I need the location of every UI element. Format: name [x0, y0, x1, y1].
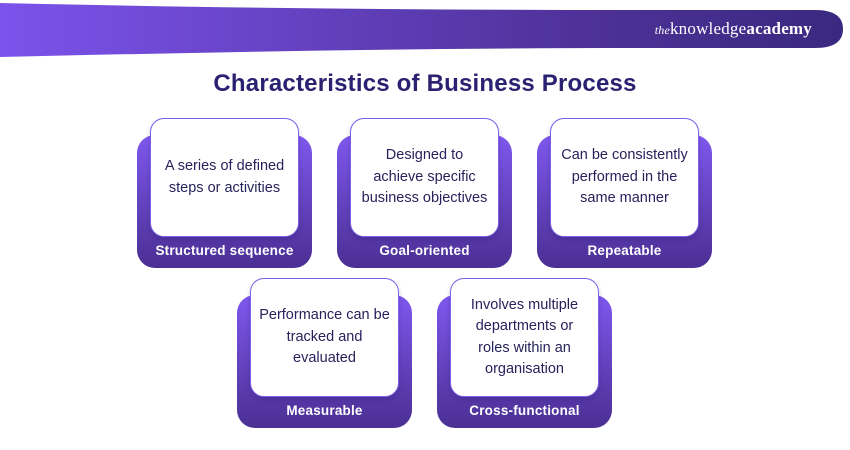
card-structured-sequence: A series of defined steps or activities …	[137, 118, 312, 268]
card-description-box: A series of defined steps or activities	[150, 118, 299, 237]
card-label: Structured sequence	[155, 243, 294, 258]
logo-knowledge: knowledge	[669, 19, 747, 38]
card-label: Measurable	[286, 403, 363, 418]
knowledge-academy-logo: theknowledgeacademy	[655, 19, 812, 39]
page-title: Characteristics of Business Process	[213, 70, 637, 97]
card-label: Repeatable	[587, 243, 662, 258]
logo-academy: academy	[746, 19, 812, 38]
card-description-text: A series of defined steps or activities	[164, 158, 285, 196]
card-label: Cross-functional	[469, 403, 580, 418]
card-description-box: Involves multiple departments or roles w…	[450, 278, 599, 397]
header-ribbon-shape	[0, 3, 843, 57]
card-cross-functional: Involves multiple departments or roles w…	[437, 278, 612, 428]
card-description-box: Performance can be tracked and evaluated	[250, 278, 399, 397]
header-banner: theknowledgeacademy	[0, 0, 850, 60]
card-description-text: Can be consistently performed in the sam…	[561, 147, 688, 207]
card-description-text: Involves multiple departments or roles w…	[470, 296, 579, 377]
card-label: Goal-oriented	[379, 243, 470, 258]
card-description-text: Designed to achieve specific business ob…	[361, 147, 488, 207]
card-goal-oriented: Designed to achieve specific business ob…	[337, 118, 512, 268]
card-measurable: Performance can be tracked and evaluated…	[237, 278, 412, 428]
card-repeatable: Can be consistently performed in the sam…	[537, 118, 712, 268]
card-description-box: Designed to achieve specific business ob…	[350, 118, 499, 237]
card-description-text: Performance can be tracked and evaluated	[259, 307, 390, 367]
card-description-box: Can be consistently performed in the sam…	[550, 118, 699, 237]
logo-the: the	[654, 23, 670, 37]
